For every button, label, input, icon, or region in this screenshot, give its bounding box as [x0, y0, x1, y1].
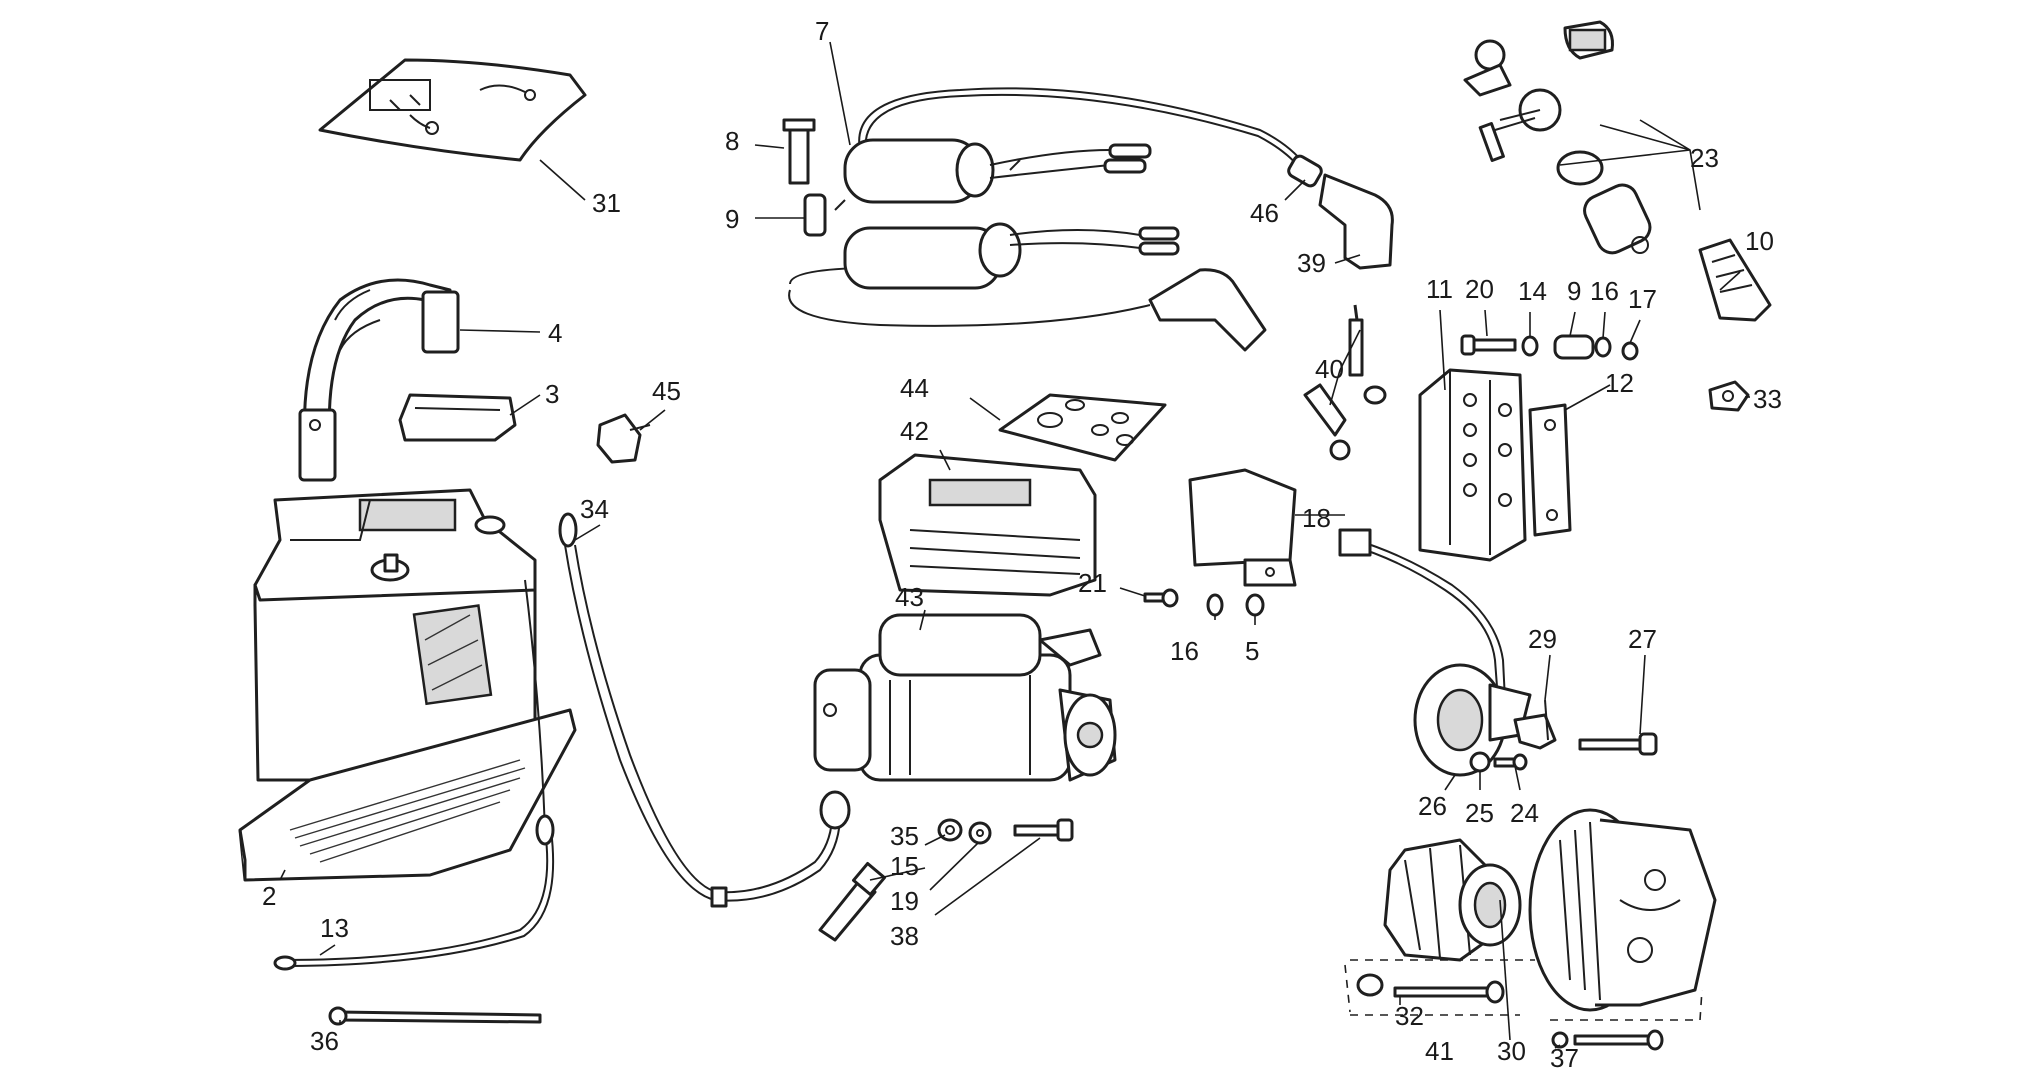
callout-37: 37 [1550, 1043, 1579, 1069]
part-bolt-32 [1356, 973, 1505, 1004]
callout-14: 14 [1518, 276, 1547, 306]
part-decal-sheet [318, 58, 587, 162]
housing-bracket-line [1550, 989, 1703, 1021]
part-battery-strap [298, 278, 460, 482]
callout-9: 9 [725, 204, 739, 234]
part-rubber-boot [1698, 238, 1772, 322]
callout-3: 3 [545, 379, 559, 409]
part-starter-cover [878, 453, 1097, 597]
part-bolt-27 [1578, 732, 1658, 756]
callout-39: 39 [1297, 248, 1326, 278]
callout-7: 7 [815, 16, 829, 46]
part-nut-17 [1621, 341, 1639, 361]
callout-34: 34 [580, 494, 609, 524]
callout-45: 45 [652, 376, 681, 406]
callout-10: 10 [1745, 226, 1774, 256]
callout-15: 15 [890, 851, 919, 881]
callout-42: 42 [900, 416, 929, 446]
part-spacer-9 [803, 193, 827, 237]
leader-lines [279, 41, 1750, 1049]
part-alternator-rotor [1383, 838, 1522, 962]
part-screw-21 [1143, 588, 1179, 608]
part-screw-24 [1493, 753, 1528, 771]
part-starter-motor [813, 613, 1117, 782]
callout-2: 2 [262, 881, 276, 911]
part-terminal-bolt-15 [818, 862, 886, 942]
callout-30: 30 [1497, 1036, 1526, 1066]
part-washer-19 [968, 821, 992, 845]
part-ignition-switch [1463, 20, 1652, 255]
callout-33: 33 [1753, 384, 1782, 414]
part-bolt-37 [1551, 1029, 1664, 1051]
callout-31: 31 [592, 188, 621, 218]
callout-35: 35 [890, 821, 919, 851]
callout-16b: 16 [1590, 276, 1619, 306]
callout-16a: 16 [1170, 636, 1199, 666]
part-spark-plug-cap [1287, 154, 1394, 270]
callout-18: 18 [1302, 503, 1331, 533]
part-connector-45 [596, 413, 651, 464]
callout-24: 24 [1510, 798, 1539, 828]
callout-8: 8 [725, 126, 739, 156]
part-washer-25 [1469, 751, 1491, 773]
part-washer-16a [1206, 593, 1224, 617]
part-battery [253, 488, 537, 782]
callout-27: 27 [1628, 624, 1657, 654]
callout-12: 12 [1605, 368, 1634, 398]
callout-44: 44 [900, 373, 929, 403]
part-regulator [1418, 368, 1527, 562]
callout-41: 41 [1425, 1036, 1454, 1066]
part-washer-14 [1521, 335, 1539, 357]
callout-25: 25 [1465, 798, 1494, 828]
callout-32: 32 [1395, 1001, 1424, 1031]
callout-labels: 31 7 8 9 46 39 23 10 4 3 45 44 42 34 18 … [262, 16, 1782, 1069]
callout-36: 36 [310, 1026, 339, 1056]
part-screw-8 [782, 118, 816, 185]
callout-5: 5 [1245, 636, 1259, 666]
callout-21: 21 [1078, 568, 1107, 598]
callout-26: 26 [1418, 791, 1447, 821]
callout-29: 29 [1528, 624, 1557, 654]
callout-43: 43 [895, 582, 924, 612]
callout-19: 19 [890, 886, 919, 916]
part-bracket-29 [1513, 699, 1557, 750]
callout-17: 17 [1628, 284, 1657, 314]
part-nut-33 [1708, 380, 1750, 412]
callout-4: 4 [548, 318, 562, 348]
part-relay-box [1188, 468, 1297, 587]
part-screw-20 [1460, 334, 1517, 356]
part-bracket-plate [1528, 403, 1572, 537]
part-alternator-housing [1528, 808, 1717, 1012]
callout-40: 40 [1315, 354, 1344, 384]
part-ignition-coil-lower [788, 222, 1267, 352]
part-nut-5 [1245, 593, 1265, 617]
part-pickup [1338, 528, 1532, 777]
callout-9b: 9 [1567, 276, 1581, 306]
callout-23: 23 [1690, 143, 1719, 173]
part-cable-tie [328, 1006, 542, 1026]
part-spacer-9b [1553, 334, 1595, 360]
part-battery-cable [558, 512, 851, 908]
part-ignition-coil-upper [834, 87, 1306, 211]
callout-20: 20 [1465, 274, 1494, 304]
part-ground-strap [273, 579, 555, 971]
callout-13: 13 [320, 913, 349, 943]
callout-11: 11 [1426, 274, 1453, 304]
callout-46: 46 [1250, 198, 1279, 228]
part-gasket-kit [998, 393, 1167, 462]
part-washer-16b [1594, 336, 1612, 358]
part-terminal-cover [398, 393, 517, 442]
part-bolt-38 [1013, 818, 1074, 842]
callout-38: 38 [890, 921, 919, 951]
